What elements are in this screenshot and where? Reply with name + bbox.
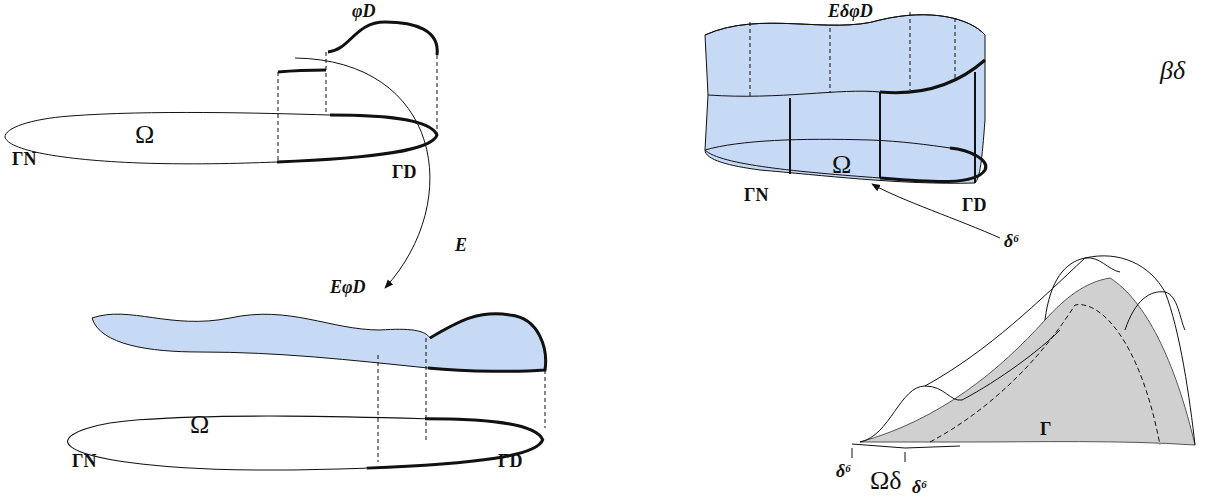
math-label: Ωδ bbox=[870, 468, 902, 494]
math-label: EφD bbox=[330, 278, 366, 296]
math-label: ΓN bbox=[744, 186, 768, 204]
math-label: ΓN bbox=[72, 452, 96, 470]
math-label: ΓD bbox=[962, 196, 986, 214]
math-label: Ω bbox=[832, 152, 851, 178]
domain-omega bbox=[5, 112, 437, 163]
extension-wall bbox=[705, 15, 985, 184]
math-label: δ⁶ bbox=[912, 478, 927, 496]
graph-phi bbox=[278, 22, 437, 162]
math-label: φD bbox=[352, 2, 376, 20]
math-label: Ω bbox=[190, 412, 209, 438]
extended-graph bbox=[92, 314, 546, 372]
strip-surface bbox=[860, 278, 1195, 445]
math-label: Ω bbox=[135, 122, 154, 148]
math-label: ΓD bbox=[392, 163, 416, 181]
math-label: ΓD bbox=[498, 452, 522, 470]
math-label: E bbox=[455, 236, 467, 254]
math-label: βδ bbox=[1160, 58, 1185, 84]
math-label: δ⁶ bbox=[836, 462, 851, 480]
leader-arrow bbox=[872, 184, 1000, 238]
math-label: Γ bbox=[1040, 420, 1051, 438]
extension-arrow bbox=[295, 58, 430, 288]
math-label: ΓN bbox=[12, 150, 36, 168]
math-label: EδφD bbox=[828, 2, 873, 20]
domain-omega-lower bbox=[68, 416, 543, 470]
math-label: δ⁶ bbox=[1004, 232, 1019, 250]
